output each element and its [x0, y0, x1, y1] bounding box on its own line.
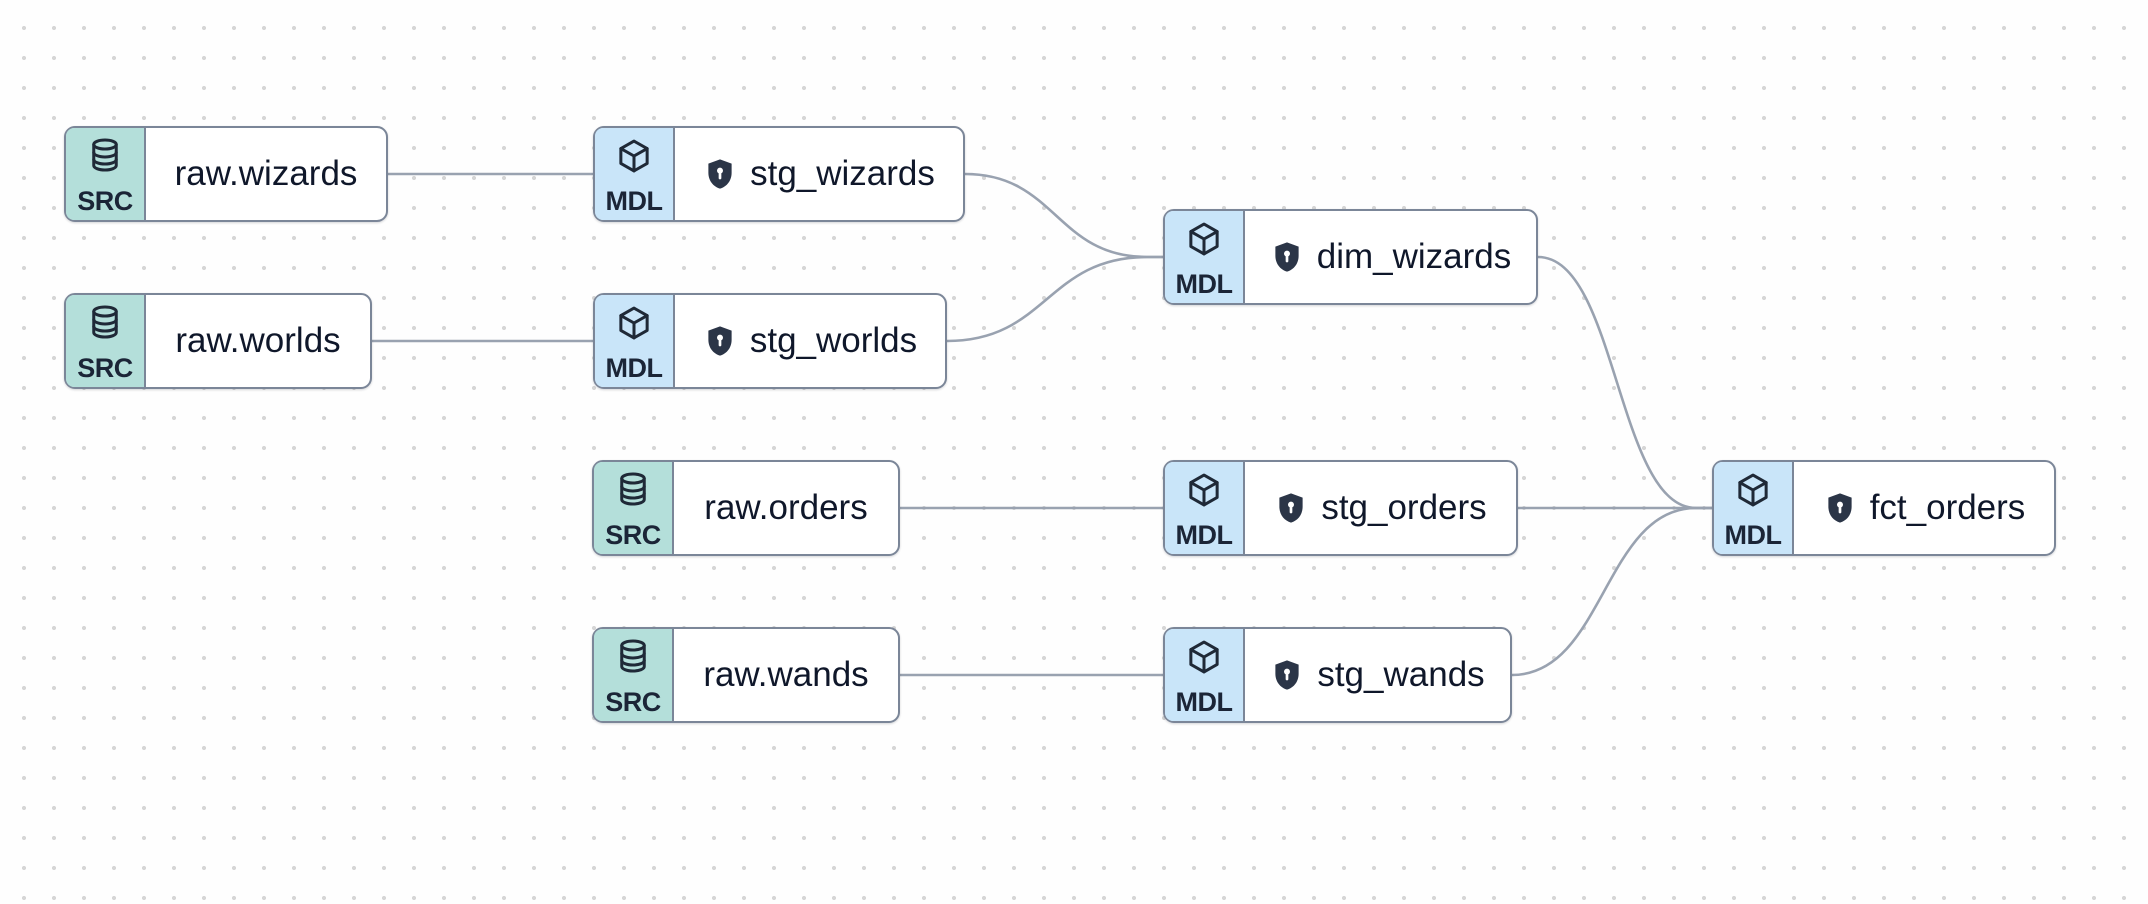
- database-icon: [87, 304, 123, 340]
- node-type-label: SRC: [77, 353, 133, 383]
- cube-icon: [1185, 471, 1223, 509]
- node-dim_wizards[interactable]: MDL dim_wizards: [1163, 209, 1538, 305]
- shield-lock-icon: [703, 157, 737, 191]
- cube-icon: [1185, 638, 1223, 676]
- node-raw_orders[interactable]: SRC raw.orders: [592, 460, 900, 556]
- node-label: stg_wands: [1317, 655, 1485, 694]
- node-body: stg_worlds: [675, 295, 945, 387]
- cube-icon: [1734, 471, 1772, 509]
- node-type-badge: SRC: [594, 462, 674, 554]
- edge-dim_wizards-fct_orders: [1536, 255, 1714, 510]
- node-body: raw.worlds: [146, 295, 370, 387]
- node-body: stg_wands: [1245, 629, 1510, 721]
- node-stg_wizards[interactable]: MDL stg_wizards: [593, 126, 965, 222]
- edge-stg_worlds-dim_wizards: [945, 255, 1165, 343]
- node-stg_orders[interactable]: MDL stg_orders: [1163, 460, 1518, 556]
- node-body: stg_wizards: [675, 128, 963, 220]
- node-raw_wizards[interactable]: SRC raw.wizards: [64, 126, 388, 222]
- node-label: raw.wands: [703, 655, 869, 694]
- database-icon: [615, 471, 651, 507]
- edge-stg_wands-fct_orders: [1510, 506, 1714, 677]
- cube-icon: [615, 304, 653, 342]
- node-type-label: MDL: [1175, 687, 1233, 717]
- node-label: stg_wizards: [750, 154, 935, 193]
- node-type-label: SRC: [77, 186, 133, 216]
- node-body: raw.wands: [674, 629, 898, 721]
- node-type-label: MDL: [1724, 520, 1782, 550]
- node-fct_orders[interactable]: MDL fct_orders: [1712, 460, 2056, 556]
- shield-lock-icon: [1270, 658, 1304, 692]
- node-body: raw.wizards: [146, 128, 386, 220]
- node-type-badge: MDL: [1714, 462, 1794, 554]
- node-type-label: MDL: [1175, 269, 1233, 299]
- node-type-badge: MDL: [595, 128, 675, 220]
- node-type-badge: MDL: [1165, 629, 1245, 721]
- node-label: stg_orders: [1321, 488, 1487, 527]
- node-raw_worlds[interactable]: SRC raw.worlds: [64, 293, 372, 389]
- node-stg_wands[interactable]: MDL stg_wands: [1163, 627, 1512, 723]
- shield-lock-icon: [1274, 491, 1308, 525]
- node-type-badge: SRC: [66, 295, 146, 387]
- node-label: fct_orders: [1869, 488, 2026, 527]
- node-stg_worlds[interactable]: MDL stg_worlds: [593, 293, 947, 389]
- node-type-badge: MDL: [595, 295, 675, 387]
- cube-icon: [615, 137, 653, 175]
- node-body: fct_orders: [1794, 462, 2054, 554]
- database-icon: [615, 638, 651, 674]
- node-label: raw.worlds: [175, 321, 341, 360]
- node-label: raw.orders: [704, 488, 868, 527]
- node-type-label: MDL: [1175, 520, 1233, 550]
- node-type-badge: MDL: [1165, 462, 1245, 554]
- cube-icon: [1185, 220, 1223, 258]
- node-body: raw.orders: [674, 462, 898, 554]
- node-body: dim_wizards: [1245, 211, 1536, 303]
- node-label: raw.wizards: [174, 154, 358, 193]
- edge-stg_wizards-dim_wizards: [963, 172, 1165, 259]
- node-type-label: SRC: [605, 520, 661, 550]
- node-type-badge: SRC: [594, 629, 674, 721]
- database-icon: [87, 137, 123, 173]
- node-type-label: SRC: [605, 687, 661, 717]
- node-type-label: MDL: [605, 186, 663, 216]
- shield-lock-icon: [1270, 240, 1304, 274]
- node-label: dim_wizards: [1316, 237, 1512, 276]
- node-type-label: MDL: [605, 353, 663, 383]
- shield-lock-icon: [1823, 491, 1857, 525]
- node-type-badge: SRC: [66, 128, 146, 220]
- node-label: stg_worlds: [749, 321, 918, 360]
- node-body: stg_orders: [1245, 462, 1516, 554]
- node-raw_wands[interactable]: SRC raw.wands: [592, 627, 900, 723]
- node-type-badge: MDL: [1165, 211, 1245, 303]
- shield-lock-icon: [703, 324, 737, 358]
